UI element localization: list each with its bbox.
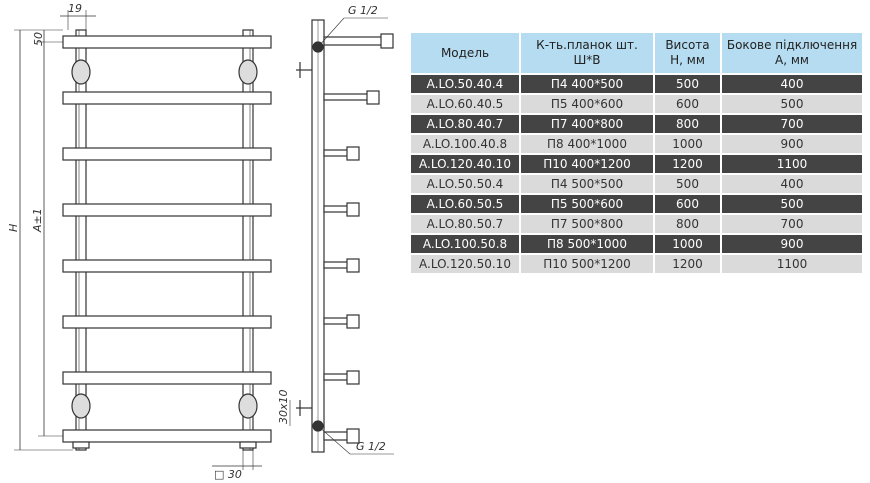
header-model: Модель bbox=[411, 33, 519, 73]
dim-axis: A±1 bbox=[31, 208, 44, 233]
mount-top-left bbox=[71, 59, 91, 85]
cell-model: A.LO.60.50.5 bbox=[411, 195, 519, 213]
cell-height: 1000 bbox=[655, 135, 720, 153]
cell-side: 400 bbox=[722, 175, 862, 193]
table-row: A.LO.60.50.5 П5 500*600 600 500 bbox=[411, 195, 862, 213]
cell-bars: П7 500*800 bbox=[521, 215, 653, 233]
connection-top bbox=[323, 36, 383, 46]
cell-model: A.LO.80.40.7 bbox=[411, 115, 519, 133]
header-side-connection: Бокове підключення А, мм bbox=[722, 33, 862, 73]
cell-height: 500 bbox=[655, 175, 720, 193]
cell-model: A.LO.100.40.8 bbox=[411, 135, 519, 153]
cell-side: 500 bbox=[722, 195, 862, 213]
bar-8 bbox=[62, 429, 272, 443]
cell-bars: П10 400*1200 bbox=[521, 155, 653, 173]
table-row: A.LO.50.40.4 П4 400*500 500 400 bbox=[411, 75, 862, 93]
table-row: A.LO.80.50.7 П7 500*800 800 700 bbox=[411, 215, 862, 233]
dim-height: H bbox=[7, 224, 20, 232]
cell-height: 1000 bbox=[655, 235, 720, 253]
cell-side: 1100 bbox=[722, 255, 862, 273]
cell-side: 400 bbox=[722, 75, 862, 93]
cell-height: 1200 bbox=[655, 155, 720, 173]
cell-side: 1100 bbox=[722, 155, 862, 173]
spec-table: Модель К-ть.планок шт. Ш*В Висота Н, мм … bbox=[409, 31, 864, 275]
dim-profile: □ 30 bbox=[214, 468, 242, 481]
cell-side: 900 bbox=[722, 235, 862, 253]
cell-side: 900 bbox=[722, 135, 862, 153]
table-header-row: Модель К-ть.планок шт. Ш*В Висота Н, мм … bbox=[411, 33, 862, 73]
table-row: A.LO.60.40.5 П5 400*600 600 500 bbox=[411, 95, 862, 113]
bar-5 bbox=[62, 259, 272, 273]
table-row: A.LO.120.50.10 П10 500*1200 1200 1100 bbox=[411, 255, 862, 273]
cell-model: A.LO.120.40.10 bbox=[411, 155, 519, 173]
right-post bbox=[242, 29, 254, 451]
cell-bars: П8 400*1000 bbox=[521, 135, 653, 153]
left-post bbox=[75, 29, 87, 451]
bar-4 bbox=[62, 203, 272, 217]
cell-bars: П4 400*500 bbox=[521, 75, 653, 93]
cell-bars: П5 400*600 bbox=[521, 95, 653, 113]
cell-height: 800 bbox=[655, 215, 720, 233]
mount-bottom-right bbox=[238, 393, 258, 419]
cell-bars: П7 400*800 bbox=[521, 115, 653, 133]
cell-model: A.LO.60.40.5 bbox=[411, 95, 519, 113]
header-height: Висота Н, мм bbox=[655, 33, 720, 73]
cell-height: 800 bbox=[655, 115, 720, 133]
cell-model: A.LO.120.50.10 bbox=[411, 255, 519, 273]
cell-model: A.LO.100.50.8 bbox=[411, 235, 519, 253]
cell-model: A.LO.50.50.4 bbox=[411, 175, 519, 193]
mount-top-right bbox=[238, 59, 258, 85]
cell-height: 600 bbox=[655, 95, 720, 113]
mount-bottom-left bbox=[71, 393, 91, 419]
bar-1 bbox=[62, 35, 272, 49]
cell-model: A.LO.80.50.7 bbox=[411, 215, 519, 233]
dim-top-offset: 19 bbox=[68, 2, 82, 15]
cell-height: 600 bbox=[655, 195, 720, 213]
table-row: A.LO.100.50.8 П8 500*1000 1000 900 bbox=[411, 235, 862, 253]
bar-2 bbox=[62, 91, 272, 105]
table-row: A.LO.120.40.10 П10 400*1200 1200 1100 bbox=[411, 155, 862, 173]
technical-drawing: 19 50 H A±1 G 1/2 G 1/2 30x10 □ 30 bbox=[7, 2, 394, 481]
dim-connection-top: G 1/2 bbox=[348, 4, 378, 17]
dim-mount: 30x10 bbox=[277, 389, 290, 424]
dim-connection-bottom: G 1/2 bbox=[356, 440, 386, 453]
cell-side: 700 bbox=[722, 215, 862, 233]
cell-bars: П4 500*500 bbox=[521, 175, 653, 193]
cell-side: 500 bbox=[722, 95, 862, 113]
cell-height: 500 bbox=[655, 75, 720, 93]
table-row: A.LO.50.50.4 П4 500*500 500 400 bbox=[411, 175, 862, 193]
cell-model: A.LO.50.40.4 bbox=[411, 75, 519, 93]
table-row: A.LO.100.40.8 П8 400*1000 1000 900 bbox=[411, 135, 862, 153]
cell-height: 1200 bbox=[655, 255, 720, 273]
header-bars: К-ть.планок шт. Ш*В bbox=[521, 33, 653, 73]
table-row: A.LO.80.40.7 П7 400*800 800 700 bbox=[411, 115, 862, 133]
bar-3 bbox=[62, 147, 272, 161]
bar-6 bbox=[62, 315, 272, 329]
cell-bars: П5 500*600 bbox=[521, 195, 653, 213]
cell-bars: П10 500*1200 bbox=[521, 255, 653, 273]
cell-bars: П8 500*1000 bbox=[521, 235, 653, 253]
connection-bottom bbox=[323, 431, 349, 441]
bar-7 bbox=[62, 371, 272, 385]
cell-side: 700 bbox=[722, 115, 862, 133]
dim-first-bar: 50 bbox=[32, 32, 45, 46]
